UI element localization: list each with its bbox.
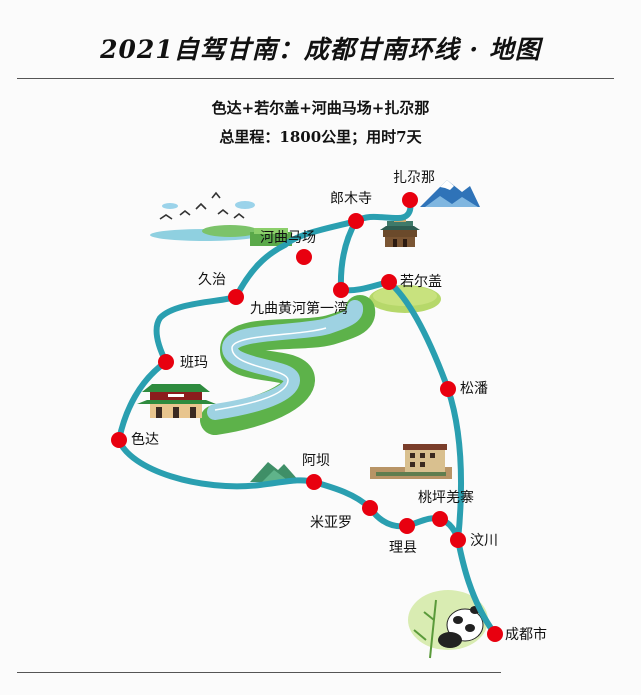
stop-marker-songpan[interactable]	[440, 381, 456, 397]
route-highlights: 色达+若尔盖+河曲马场+扎尕那	[211, 99, 430, 117]
title-divider	[17, 78, 614, 79]
stop-label-hequ: 河曲马场	[260, 230, 316, 246]
stop-label-banma: 班玛	[180, 355, 208, 371]
qiang-village-icon	[370, 444, 452, 479]
stop-label-zhagana: 扎尕那	[393, 170, 435, 186]
stop-label-jiuzhi: 久治	[198, 272, 226, 288]
stop-marker-banma[interactable]	[158, 354, 174, 370]
snow-mountain-icon	[420, 180, 480, 207]
stop-marker-zhagana[interactable]	[402, 192, 418, 208]
stop-marker-jiuzhi[interactable]	[228, 289, 244, 305]
stop-marker-chengdu[interactable]	[487, 626, 503, 642]
stop-marker-langmusi[interactable]	[348, 213, 364, 229]
stop-marker-wenchuan[interactable]	[450, 532, 466, 548]
stop-label-chengdu: 成都市	[505, 627, 547, 643]
stop-label-songpan: 松潘	[460, 381, 488, 397]
stop-marker-taoping[interactable]	[432, 511, 448, 527]
grassland-birds-icon	[150, 191, 292, 246]
stop-markers	[111, 192, 503, 642]
stop-label-miyaluo: 米亚罗	[310, 515, 352, 531]
stop-marker-aba[interactable]	[306, 474, 322, 490]
stop-label-lixian: 理县	[389, 540, 417, 556]
trip-summary: 总里程：1800公里；用时7天	[219, 128, 422, 146]
page-title: 2021自驾甘南：成都甘南环线 · 地图	[100, 35, 541, 64]
footer-divider	[17, 672, 501, 673]
yellow-river-bend-icon	[200, 295, 376, 435]
stop-label-taoping: 桃坪羌寨	[418, 490, 474, 506]
stop-marker-ruoergai[interactable]	[381, 274, 397, 290]
stop-label-jiuqu: 九曲黄河第一湾	[250, 301, 348, 317]
stop-label-seda: 色达	[131, 432, 159, 448]
stop-marker-hequ[interactable]	[296, 249, 312, 265]
panda-bamboo-icon	[408, 590, 488, 659]
stop-marker-seda[interactable]	[111, 432, 127, 448]
stop-marker-lixian[interactable]	[399, 518, 415, 534]
stop-marker-jiuqu[interactable]	[333, 282, 349, 298]
stop-label-langmusi: 郎木寺	[330, 191, 372, 207]
monastery-icon	[137, 384, 216, 418]
route-line-branch	[337, 218, 465, 543]
stop-marker-miyaluo[interactable]	[362, 500, 378, 516]
stop-label-wenchuan: 汶川	[470, 533, 498, 549]
stop-label-ruoergai: 若尔盖	[400, 274, 442, 290]
stop-label-aba: 阿坝	[302, 453, 330, 469]
